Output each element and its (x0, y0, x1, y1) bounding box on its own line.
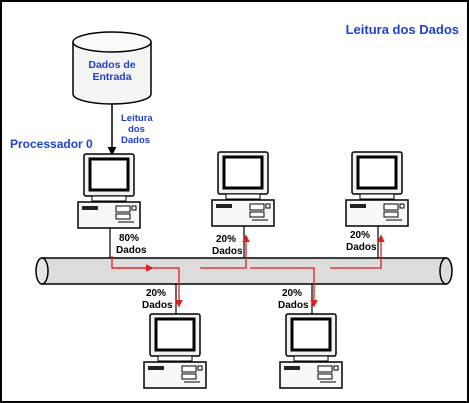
network-bus (35, 257, 453, 285)
computer-icon-processor-1 (210, 150, 276, 228)
transfer-unit-1: Dados (212, 246, 243, 257)
computer-icon-processor-4 (278, 312, 344, 390)
transfer-pct-3: 20% (146, 288, 166, 299)
transfer-pct-4: 20% (282, 288, 302, 299)
database-icon (72, 31, 152, 105)
database-label-line1: Dados de (88, 59, 135, 71)
transfer-unit-0: Dados (116, 245, 147, 256)
computer-icon-processor-3 (142, 312, 208, 390)
processor-0-label: Processador 0 (10, 137, 93, 151)
read-label-line3: Dados (121, 135, 150, 146)
transfer-pct-1: 20% (216, 234, 236, 245)
read-label-line2: dos (128, 124, 145, 135)
diagram-title: Leitura dos Dados (346, 22, 459, 37)
transfer-pct-0: 80% (119, 233, 139, 244)
database-label-line2: Entrada (92, 71, 131, 83)
computer-icon-processor-0 (76, 152, 142, 230)
data-flow-arrows (111, 234, 385, 308)
computer-icon-processor-2 (344, 150, 410, 228)
transfer-unit-4: Dados (278, 300, 309, 311)
transfer-unit-2: Dados (346, 242, 377, 253)
transfer-pct-2: 20% (350, 230, 370, 241)
transfer-unit-3: Dados (142, 300, 173, 311)
read-label-line1: Leitura (121, 113, 153, 124)
